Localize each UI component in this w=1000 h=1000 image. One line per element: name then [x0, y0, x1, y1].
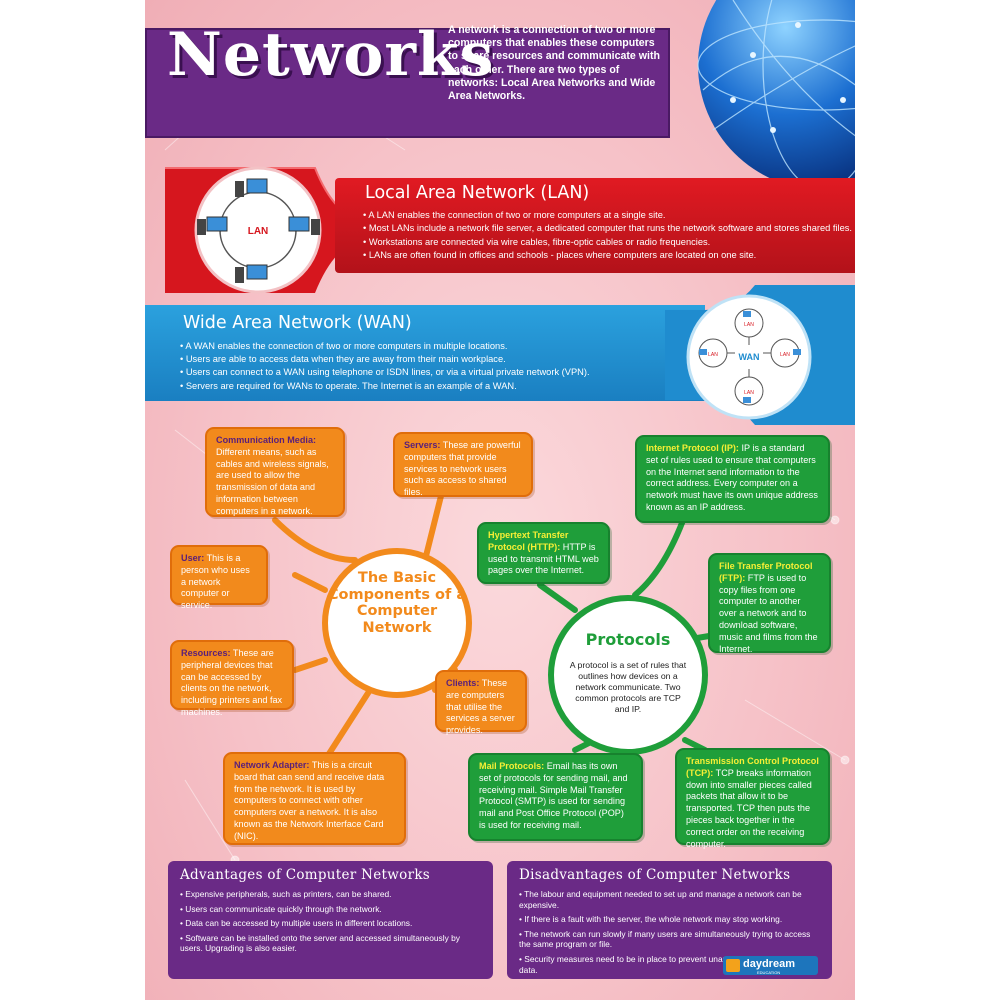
list-item: Security measures need to be in place to… [519, 954, 820, 975]
protocol-mail: Mail Protocols: Email has its own set of… [468, 753, 643, 841]
logo-name: daydream [743, 958, 795, 970]
wan-diagram: LAN LAN LAN LAN WAN [686, 294, 812, 420]
component-user: User: This is a person who uses a networ… [170, 545, 268, 610]
wan-node-label: LAN [744, 322, 754, 328]
advantages-heading: Advantages of Computer Networks [180, 867, 431, 883]
list-item: Users are able to access data when they … [180, 353, 590, 366]
component-communication-media: Communication Media: Different means, su… [205, 427, 345, 517]
term-label: File Transfer Protocol (FTP): [719, 561, 813, 583]
list-item: The labour and equipment needed to set u… [519, 889, 820, 910]
list-item: Data can be accessed by multiple users i… [180, 918, 481, 929]
lan-heading: Local Area Network (LAN) [365, 183, 590, 203]
term-label: User: [181, 553, 205, 563]
title-banner [145, 28, 670, 138]
list-item: Users can connect to a WAN using telepho… [180, 366, 590, 379]
list-item: Most LANs include a network file server,… [363, 222, 852, 235]
term-text: This is a circuit board that can send an… [234, 760, 385, 841]
list-item: Servers are required for WANs to operate… [180, 380, 590, 393]
list-item: A LAN enables the connection of two or m… [363, 209, 852, 222]
list-item: Workstations are connected via wire cabl… [363, 236, 852, 249]
term-label: Transmission Control Protocol (TCP): [686, 756, 819, 778]
intro-text: A network is a connection of two or more… [448, 24, 660, 103]
components-title: The Basic Components of a Computer Netwo… [327, 570, 467, 636]
component-resources: Resources: These are peripheral devices … [170, 640, 294, 717]
term-text: TCP breaks information down into smaller… [686, 767, 812, 849]
lan-diagram: LAN [194, 166, 322, 294]
advantages-panel: Advantages of Computer Networks Expensiv… [168, 861, 493, 979]
component-network-adapter: Network Adapter: This is a circuit board… [223, 752, 406, 845]
list-item: The network can run slowly if many users… [519, 929, 820, 950]
term-text: HTTP is used to transmit HTML web pages … [488, 541, 599, 576]
lan-diagram-label: LAN [248, 226, 269, 237]
protocol-ftp: File Transfer Protocol (FTP): FTP is use… [708, 553, 831, 654]
term-label: Servers: [404, 440, 441, 450]
list-item: Software can be installed onto the serve… [180, 933, 481, 954]
wan-heading: Wide Area Network (WAN) [183, 313, 412, 333]
globe-icon [697, 0, 855, 190]
daydream-logo [723, 956, 818, 975]
disadvantages-heading: Disadvantages of Computer Networks [519, 867, 791, 883]
list-item: A WAN enables the connection of two or m… [180, 340, 590, 353]
wan-node-label: LAN [708, 352, 718, 358]
protocols-hub [548, 595, 708, 755]
list-item: If there is a fault with the server, the… [519, 914, 820, 925]
term-text: These are powerful computers that provid… [404, 440, 521, 498]
protocol-tcp: Transmission Control Protocol (TCP): TCP… [675, 748, 830, 849]
term-label: Mail Protocols: [479, 761, 545, 771]
component-servers: Servers: These are powerful computers th… [393, 432, 533, 497]
list-item: Users can communicate quickly through th… [180, 904, 481, 915]
list-item: LANs are often found in offices and scho… [363, 249, 852, 262]
wan-node-label: LAN [744, 390, 754, 396]
term-label: Communication Media: [216, 435, 317, 445]
term-text: These are computers that utilise the ser… [446, 678, 515, 736]
protocols-description: A protocol is a set of rules that outlin… [569, 660, 687, 714]
wan-points: A WAN enables the connection of two or m… [180, 340, 590, 393]
term-label: Hypertext Transfer Protocol (HTTP): [488, 530, 569, 552]
term-text: FTP is used to copy files from one compu… [719, 572, 818, 654]
protocols-title: Protocols [585, 630, 671, 649]
logo-mark-icon [726, 959, 740, 972]
poster: Networks A network is a connection of tw… [145, 0, 855, 1000]
term-label: Internet Protocol (IP): [646, 443, 739, 453]
wan-diagram-label: WAN [739, 352, 760, 362]
lan-points: A LAN enables the connection of two or m… [363, 209, 852, 263]
term-label: Clients: [446, 678, 480, 688]
term-label: Resources: [181, 648, 231, 658]
term-text: This is a person who uses a network comp… [181, 553, 250, 611]
logo-tagline: EDUCATION [757, 970, 781, 975]
list-item: Expensive peripherals, such as printers,… [180, 889, 481, 900]
protocol-http: Hypertext Transfer Protocol (HTTP): HTTP… [477, 522, 610, 584]
term-text: These are peripheral devices that can be… [181, 648, 283, 717]
protocol-ip: Internet Protocol (IP): IP is a standard… [635, 435, 830, 523]
term-label: Network Adapter: [234, 760, 310, 770]
wan-node-label: LAN [780, 352, 790, 358]
term-text: Different means, such as cables and wire… [216, 446, 329, 516]
term-text: IP is a standard set of rules used to en… [646, 443, 818, 512]
component-clients: Clients: These are computers that utilis… [435, 670, 527, 736]
term-text: Email has its own set of protocols for s… [479, 761, 628, 830]
page-title: Networks [167, 20, 495, 90]
